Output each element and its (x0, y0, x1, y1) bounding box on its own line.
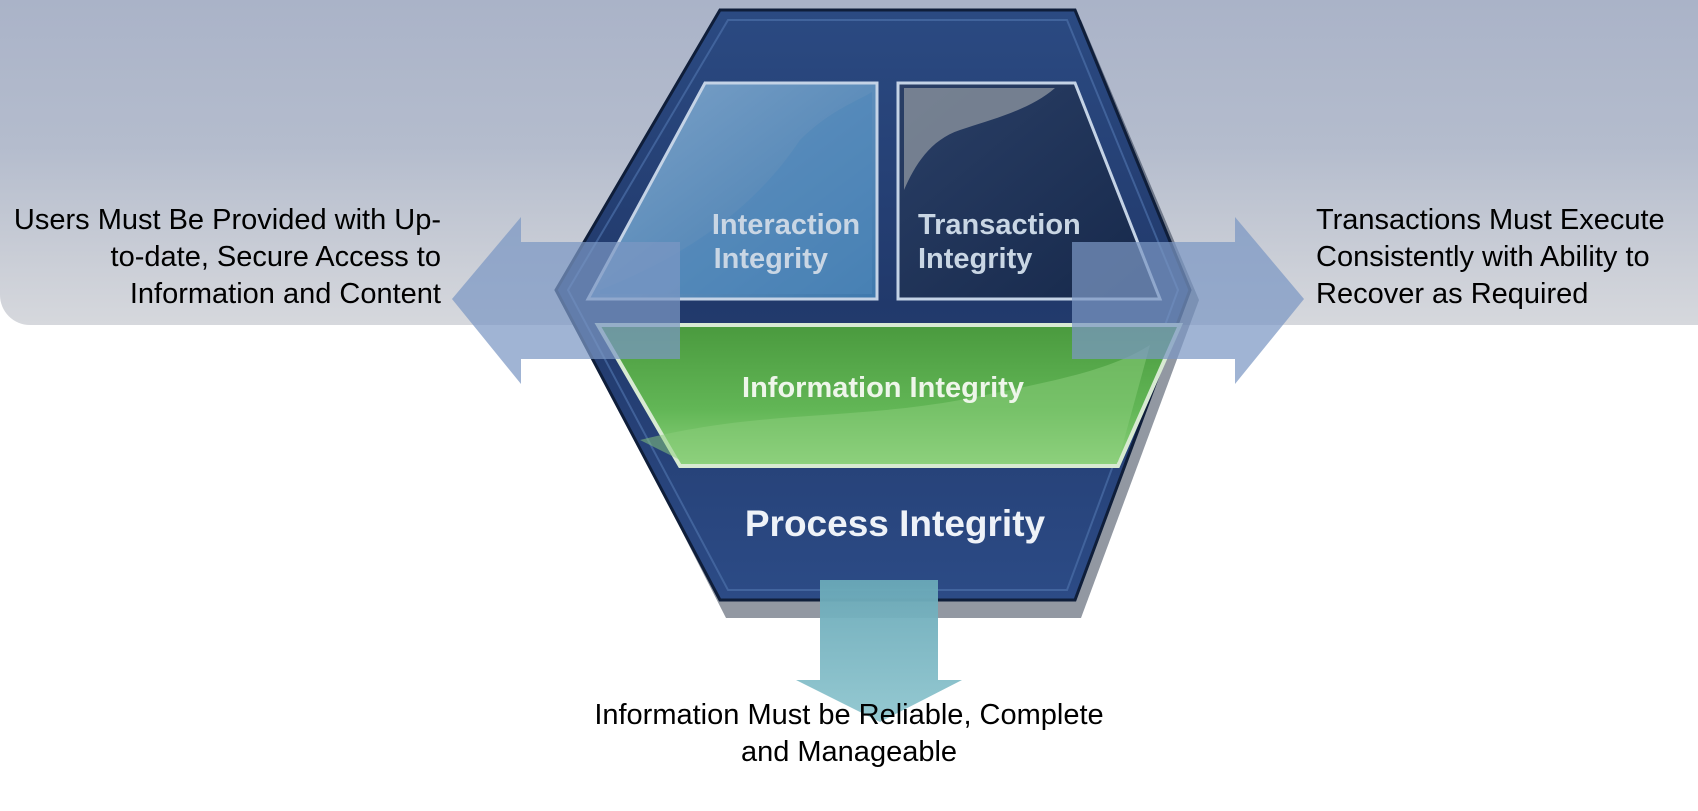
down-arrow (796, 580, 962, 722)
right-caption: Transactions Must Execute Consistently w… (1316, 204, 1665, 310)
information-integrity-label: Information Integrity (742, 372, 1024, 404)
information-integrity-panel: Information Integrity (594, 323, 1184, 468)
left-caption: Users Must Be Provided with Up-to-date, … (13, 204, 441, 310)
transaction-label-line2: Integrity (918, 243, 1032, 275)
interaction-label-line2: Integrity (714, 243, 828, 275)
right-arrow (1072, 217, 1304, 384)
process-integrity-label: Process Integrity (745, 503, 1046, 544)
interaction-label-line1: Interaction (712, 209, 860, 241)
transaction-label-line1: Transaction (918, 209, 1081, 241)
bottom-caption: Information Must be Reliable, Complete a… (594, 699, 1104, 768)
left-arrow (452, 217, 680, 384)
